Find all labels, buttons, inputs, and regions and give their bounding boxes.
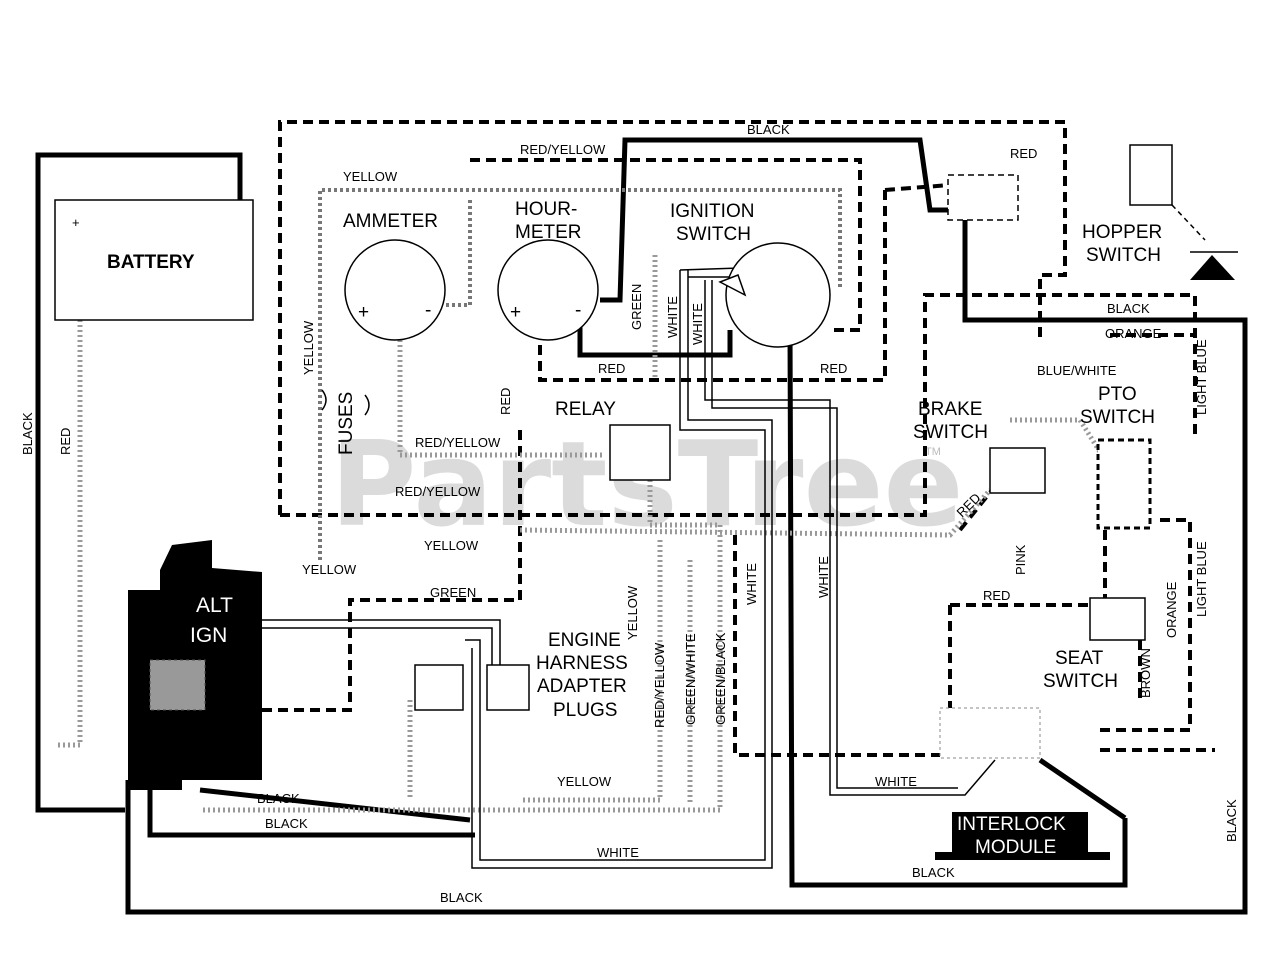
hourmeter-label-1: HOUR- <box>515 199 577 220</box>
wire-label: RED <box>598 361 625 376</box>
wire-label: ORANGE <box>1105 326 1162 341</box>
wire-label: ORANGE <box>1164 581 1179 638</box>
wire-label: PINK <box>1013 544 1028 575</box>
fuses-label: FUSES <box>336 392 357 455</box>
relay-label: RELAY <box>555 399 616 420</box>
wire-label: LIGHT BLUE <box>1194 541 1209 617</box>
seat-label-1: SEAT <box>1055 648 1104 669</box>
wire-label: BLACK <box>265 816 308 831</box>
wire-label: RED <box>820 361 847 376</box>
wire-label: GREEN/BLACK <box>713 632 728 725</box>
wire-label: BLACK <box>257 791 300 806</box>
wire-label: BLACK <box>440 890 483 905</box>
seat-switch: SEAT SWITCH <box>1043 597 1146 692</box>
engine-label-2: HARNESS <box>536 653 628 674</box>
wire-label: RED/YELLOW <box>415 435 501 450</box>
ignition-label-2: SWITCH <box>676 224 751 245</box>
relay: RELAY <box>555 399 671 481</box>
wire-label: RED <box>498 388 513 415</box>
interlock-label-2: MODULE <box>975 837 1056 858</box>
wire-label: RED <box>58 428 73 455</box>
hopper-label-1: HOPPER <box>1082 222 1162 243</box>
wire-label: YELLOW <box>343 169 398 184</box>
wire-label: WHITE <box>665 296 680 338</box>
hourmeter-minus: - <box>575 300 581 321</box>
ammeter-minus: - <box>425 300 431 321</box>
wire-label: GREEN <box>430 585 476 600</box>
hourmeter-plus: + <box>510 302 521 323</box>
dotted-wires <box>55 188 1108 813</box>
dashed-wires <box>260 120 1215 757</box>
white-wires <box>260 267 996 869</box>
hourmeter: HOUR- METER + - <box>497 199 599 341</box>
wire-label: YELLOW <box>424 538 479 553</box>
brake-label-1: BRAKE <box>918 399 982 420</box>
wire-label: YELLOW <box>557 774 612 789</box>
wire-label: BLACK <box>1224 799 1239 842</box>
wire-label: WHITE <box>816 556 831 598</box>
engine-label-3: ADAPTER <box>537 676 627 697</box>
hopper-label-2: SWITCH <box>1086 245 1161 266</box>
wire-label: BROWN <box>1138 648 1153 698</box>
interlock-module: INTERLOCK MODULE <box>935 707 1110 860</box>
wire-label: RED <box>983 588 1010 603</box>
hourmeter-label-2: METER <box>515 222 582 243</box>
pto-switch: PTO SWITCH <box>1080 384 1155 530</box>
brake-label-2: SWITCH <box>913 422 988 443</box>
battery-label: BATTERY <box>107 252 195 273</box>
seat-label-2: SWITCH <box>1043 671 1118 692</box>
engine-harness-plugs: ENGINE HARNESS ADAPTER PLUGS <box>414 630 628 721</box>
ignition-switch: IGNITION SWITCH <box>670 201 831 348</box>
wire-label: RED <box>1010 146 1037 161</box>
battery-plus-terminal: + <box>72 215 80 230</box>
wire-label: YELLOW <box>302 562 357 577</box>
wire-label: BLACK <box>912 865 955 880</box>
hopper-switch: HOPPER SWITCH <box>947 144 1238 280</box>
wire-label: LIGHT BLUE <box>1194 339 1209 415</box>
wire-label: BLUE/WHITE <box>1037 363 1117 378</box>
wire-label: WHITE <box>744 563 759 605</box>
wire-label: RED/YELLOW <box>520 142 606 157</box>
brake-switch: BRAKE SWITCH <box>913 399 1046 494</box>
engine-label-1: ENGINE <box>548 630 621 651</box>
wire-label: GREEN/WHITE <box>683 633 698 725</box>
ign-label: IGN <box>190 624 227 647</box>
engine-label-4: PLUGS <box>553 700 617 721</box>
battery: BATTERY + <box>54 199 254 321</box>
pto-label-1: PTO <box>1098 384 1137 405</box>
wire-label: BLACK <box>20 412 35 455</box>
ammeter: AMMETER + - <box>343 211 446 341</box>
ammeter-plus: + <box>358 302 369 323</box>
wire-label: GREEN <box>629 284 644 330</box>
alt-label: ALT <box>196 594 233 617</box>
interlock-label-1: INTERLOCK <box>957 814 1066 835</box>
ignition-label-1: IGNITION <box>670 201 754 222</box>
watermark-tm: TM <box>925 446 941 458</box>
ammeter-label: AMMETER <box>343 211 438 232</box>
wire-label: YELLOW <box>625 585 640 640</box>
wire-label: BLACK <box>1107 301 1150 316</box>
wire-label: YELLOW <box>301 320 316 375</box>
wire-label: WHITE <box>597 845 639 860</box>
wire-label: WHITE <box>875 774 917 789</box>
alternator: ALT IGN <box>128 540 262 790</box>
wire-label: BLACK <box>747 122 790 137</box>
wire-label: RED/YELLOW <box>652 642 667 728</box>
wire-label: WHITE <box>690 303 705 345</box>
wire-label: RED/YELLOW <box>395 484 481 499</box>
fuses: FUSES <box>321 389 370 455</box>
pto-label-2: SWITCH <box>1080 407 1155 428</box>
